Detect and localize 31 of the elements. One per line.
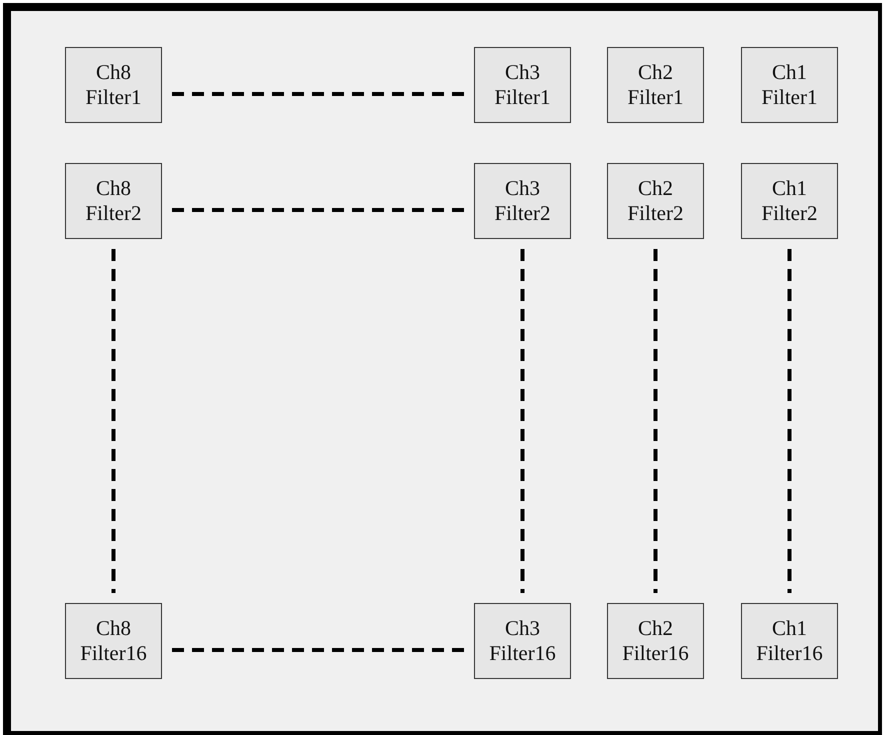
filter-label: Ch3 Filter2 [494, 176, 550, 226]
filter-label: Ch1 Filter16 [756, 616, 823, 666]
filter-label: Ch2 Filter2 [628, 176, 684, 226]
filter-label: Ch1 Filter2 [762, 176, 818, 226]
filter-box [607, 603, 704, 679]
filter-box [741, 163, 838, 239]
filter-label: Ch2 Filter16 [622, 616, 689, 666]
filter-label: Ch3 Filter16 [489, 616, 556, 666]
dashed-line [520, 249, 524, 593]
filter-label: Ch8 Filter16 [80, 616, 147, 666]
dashed-line [172, 92, 464, 96]
dashed-line [788, 249, 792, 593]
filter-box [607, 47, 704, 123]
filter-label: Ch8 Filter1 [86, 60, 142, 110]
filter-box [474, 47, 571, 123]
filter-box [474, 603, 571, 679]
filter-box [65, 603, 162, 679]
filter-box [741, 603, 838, 679]
filter-label: Ch1 Filter1 [762, 60, 818, 110]
filter-box [474, 163, 571, 239]
dashed-line [112, 249, 116, 593]
dashed-line [172, 648, 464, 652]
filter-box [741, 47, 838, 123]
dashed-line [172, 208, 464, 212]
filter-label: Ch2 Filter1 [628, 60, 684, 110]
filter-label: Ch3 Filter1 [494, 60, 550, 110]
filter-box [65, 47, 162, 123]
filter-label: Ch8 Filter2 [86, 176, 142, 226]
dashed-line [654, 249, 658, 593]
filter-box [607, 163, 704, 239]
filter-box [65, 163, 162, 239]
